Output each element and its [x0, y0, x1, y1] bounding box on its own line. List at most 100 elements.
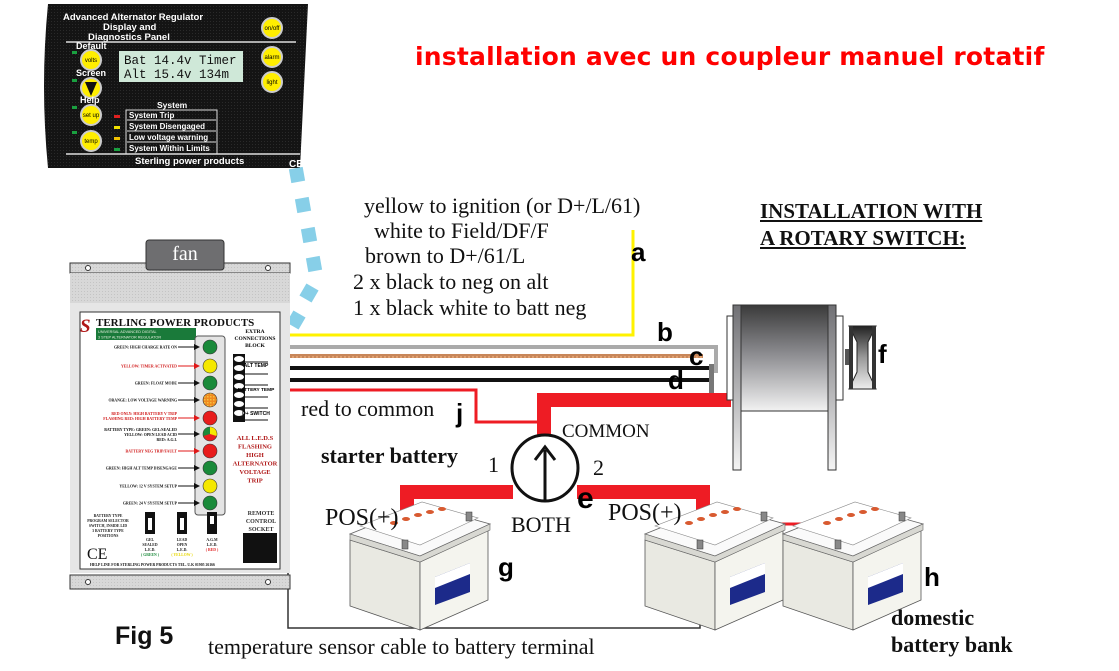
- yellow-wire: [290, 230, 635, 337]
- label-b: b: [657, 317, 673, 347]
- panel-heading-line-1: Advanced Alternator Regulator: [63, 12, 203, 23]
- label-a: a: [631, 237, 646, 267]
- english-title: INSTALLATION WITH A ROTARY SWITCH:: [760, 198, 982, 252]
- temp-button[interactable]: temp: [80, 130, 102, 152]
- regulator-led: GREEN: 24 V SYSTEM SETUP: [123, 495, 218, 511]
- screen-down-button[interactable]: [80, 77, 102, 99]
- light-button-label: light: [266, 80, 277, 86]
- led-label: BATTERY NEG TRIP/FAULT: [126, 450, 178, 454]
- led-label: YELLOW: TIMER ACTIVATED: [121, 365, 177, 369]
- battery-type-name: LEAD: [177, 538, 188, 542]
- regulator-led: GREEN: HIGH CHARGE RATE ON: [114, 339, 218, 355]
- rotary-switch[interactable]: [510, 433, 580, 503]
- terminal-d-switch: D+ SWITCH: [242, 411, 270, 417]
- note-yellow: yellow to ignition (or D+/L/61): [364, 193, 641, 218]
- selector-note-line: PROGRAM SELECTOR: [87, 519, 129, 523]
- flashing-note-line: HIGH: [246, 452, 264, 459]
- regulator-led: YELLOW: TIMER ACTIVATED: [121, 358, 218, 374]
- switch-both-label: BOTH: [511, 512, 571, 537]
- battery-type-name: L.E.D.: [145, 548, 156, 552]
- volts-button-label: volts: [85, 58, 97, 64]
- domestic-battery-2: [781, 501, 925, 631]
- led-label: GREEN: HIGH CHARGE RATE ON: [114, 346, 177, 350]
- main-red-cable: [537, 393, 731, 442]
- setup-button[interactable]: set up: [80, 104, 102, 126]
- selector-note-line: SWITCH, INSIDE LID: [89, 524, 128, 528]
- system-led: [114, 126, 120, 129]
- note-white: white to Field/DF/F: [374, 218, 549, 243]
- panel-footer: Sterling power products: [135, 156, 244, 167]
- label-j: j: [456, 398, 464, 428]
- led-label: RED ONLY: HIGH BATTERY V TRIP: [111, 412, 177, 416]
- battery-type-color: ( GREEN ): [141, 553, 160, 557]
- domestic-label-1: domestic: [891, 605, 975, 630]
- pos-right-label: POS(+): [608, 500, 682, 526]
- battery-type-name: OPEN: [177, 543, 188, 547]
- extra-block-title-2: CONNECTIONS: [235, 336, 276, 342]
- flashing-note-line: VOLTAGE: [239, 469, 270, 476]
- battery-type-color: ( RED ): [206, 548, 219, 552]
- lcd-line-1: Bat 14.4v Timer: [124, 54, 237, 68]
- flashing-note-line: FLASHING: [238, 444, 272, 451]
- led-label: RED: A.G.I.: [156, 438, 177, 442]
- fan-tab: [145, 239, 225, 271]
- led-label: GREEN: 24 V SYSTEM SETUP: [123, 502, 178, 506]
- domestic-battery-1: [643, 501, 787, 631]
- onoff-button-label: on/off: [265, 26, 280, 32]
- alarm-button[interactable]: alarm: [261, 46, 283, 68]
- battery-type-name: L.E.D.: [207, 543, 218, 547]
- terminal-alt-temp: ALT TEMP: [244, 363, 269, 369]
- panel-label-default: Default: [76, 41, 107, 51]
- onoff-button[interactable]: on/off: [261, 17, 283, 39]
- light-button[interactable]: light: [261, 71, 283, 93]
- temp-button-label: temp: [84, 139, 98, 145]
- system-led: [114, 148, 120, 151]
- note-black-white: 1 x black white to batt neg: [353, 295, 587, 320]
- battery-type-color: ( YELLOW ): [171, 553, 193, 557]
- pulley-icon: [848, 325, 877, 390]
- figure-number: Fig 5: [115, 622, 174, 650]
- led-label: BATTERY TYPE: GREEN: GEL/SEALED: [104, 428, 177, 432]
- volts-button[interactable]: volts: [80, 49, 102, 71]
- selector-note-line: BATTERY TYPE: [94, 514, 123, 518]
- led-label: GREEN: HIGH ALT TEMP DISENGAGE: [106, 467, 178, 471]
- label-g: g: [498, 552, 514, 582]
- fan-label: fan: [172, 243, 198, 265]
- label-d: d: [668, 365, 684, 395]
- led-label: FLASHING RED: HIGH BATTERY TEMP: [103, 417, 177, 421]
- domestic-label-2: battery bank: [891, 632, 1013, 657]
- regulator-subtitle-2: 3 STEP ALTERNATOR REGULATOR: [98, 336, 161, 340]
- remote-control-socket[interactable]: [243, 533, 277, 563]
- setup-button-label: set up: [83, 113, 100, 119]
- english-title-line-2: A ROTARY SWITCH:: [760, 226, 966, 250]
- panel-heading-line-3: Diagnostics Panel: [88, 32, 170, 43]
- system-heading: System: [157, 100, 188, 110]
- system-led: [114, 115, 120, 118]
- pos-left-label: POS(+): [325, 505, 399, 531]
- note-brown: brown to D+/61/L: [365, 243, 526, 268]
- black-wire-1: [290, 366, 710, 370]
- brown-wire: [290, 354, 703, 358]
- wire-bundle: [290, 230, 731, 442]
- down-arrow-icon: [85, 82, 97, 96]
- remote-label-2: CONTROL: [246, 519, 276, 525]
- alarm-button-label: alarm: [264, 55, 279, 61]
- regulator-subtitle-1: UNIVERSAL ADVANCED DIGITAL: [98, 330, 157, 334]
- lcd-line-2: Alt 15.4v 134m: [124, 68, 229, 82]
- label-f: f: [878, 339, 887, 369]
- led-label: YELLOW: OPEN LEAD ACID: [124, 433, 177, 437]
- grey-wire: [290, 345, 718, 349]
- panel-label-help: Help: [80, 95, 100, 105]
- note-black-neg: 2 x black to neg on alt: [353, 269, 549, 294]
- system-item-label: System Disengaged: [129, 122, 205, 131]
- brand-initial: S: [80, 316, 91, 337]
- regulator-led: BATTERY NEG TRIP/FAULT: [126, 443, 218, 459]
- red-to-common-label: red to common: [301, 396, 435, 421]
- battery-type-switch[interactable]: A.G.ML.E.D.( RED ): [206, 512, 219, 552]
- led-label: YELLOW: 12 V SYSTEM SETUP: [119, 485, 177, 489]
